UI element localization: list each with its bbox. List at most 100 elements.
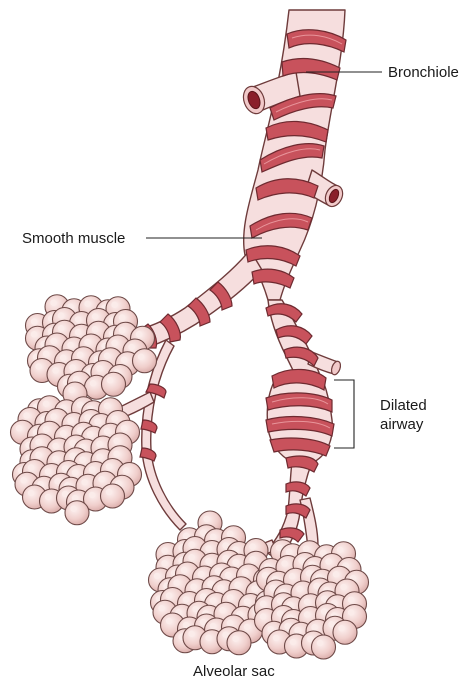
alveolus-highlight (35, 452, 41, 458)
alveolus-highlight (192, 606, 198, 612)
alveolus-highlight (79, 457, 85, 463)
alveolus-highlight (306, 570, 312, 576)
alveolus-highlight (348, 609, 354, 615)
alveolus-highlight (87, 431, 93, 437)
alveolus-highlight (70, 506, 76, 512)
alveolus-highlight (113, 438, 119, 444)
alveolus-highlight (337, 547, 343, 553)
alveolus-highlight (67, 417, 73, 423)
alveolus-highlight (276, 545, 282, 551)
alveolus-highlight (325, 558, 331, 564)
alveolus-highlight (262, 572, 268, 578)
alveolus-highlight (92, 326, 98, 332)
alveolus-highlight (81, 479, 87, 485)
alveolus-highlight (198, 571, 204, 577)
alveolus-highlight (35, 363, 41, 369)
alveolus-highlight (89, 466, 95, 472)
alveolus-highlight (311, 624, 317, 630)
alveolus-highlight (210, 534, 216, 540)
alveolus-highlight (173, 580, 179, 586)
alveolus-highlight (161, 547, 167, 553)
alveolus-highlight (260, 613, 266, 619)
alveolus-highlight (269, 585, 275, 591)
alveolus-highlight (217, 585, 223, 591)
upper-left-cluster (26, 295, 157, 400)
alveolus-highlight (249, 556, 255, 562)
alveolus-highlight (92, 313, 98, 319)
alveolus-highlight (77, 427, 83, 433)
alveolus-highlight (154, 573, 160, 579)
alveolus-highlight (16, 425, 22, 431)
alveolus-highlight (298, 557, 304, 563)
alveolus-highlight (161, 560, 167, 566)
alveolus-highlight (284, 623, 290, 629)
alveolus-highlight (183, 596, 189, 602)
alveolus-highlight (219, 607, 225, 613)
alveolus (227, 631, 251, 655)
bronchiole-label: Bronchiole (388, 64, 459, 81)
dilated-airway-label-line2: airway (380, 416, 424, 433)
alveolus (102, 372, 126, 396)
alveolus-highlight (222, 555, 228, 561)
alveolus-highlight (58, 325, 64, 331)
alveolus-highlight (113, 451, 119, 457)
alveolus-highlight (321, 608, 327, 614)
alveolus-highlight (273, 635, 279, 641)
alveolus-highlight (304, 599, 310, 605)
alveolus-highlight (289, 573, 295, 579)
alveolus-highlight (96, 441, 102, 447)
alveolus-highlight (67, 342, 73, 348)
alveolus-highlight (77, 352, 83, 358)
alveolus-highlight (207, 581, 213, 587)
alveolus-highlight (232, 559, 238, 565)
bottom-right-cluster (255, 540, 369, 659)
alveolus-highlight (200, 593, 206, 599)
alveolus-highlight (106, 463, 112, 469)
alveolus-highlight (227, 620, 233, 626)
alveolus-highlight (62, 491, 68, 497)
alveolus-highlight (333, 571, 339, 577)
alveolus-highlight (290, 639, 296, 645)
alveolus-highlight (210, 597, 216, 603)
alveolus-highlight (210, 623, 216, 629)
alveolus-highlight (96, 365, 102, 371)
alveolus-highlight (232, 636, 238, 642)
alveolus-highlight (84, 339, 90, 345)
alveolus-highlight (84, 301, 90, 307)
alveolus-highlight (119, 314, 125, 320)
alveolus-highlight (181, 567, 187, 573)
alveolus (333, 620, 357, 644)
alveolus-highlight (23, 412, 29, 418)
alveolus-highlight (75, 316, 81, 322)
alveolus-highlight (158, 605, 164, 611)
alveolus-highlight (119, 327, 125, 333)
alveolus-highlight (277, 598, 283, 604)
alveolus-highlight (307, 636, 313, 642)
alveolus-highlight (104, 428, 110, 434)
alveolus-highlight (89, 492, 95, 498)
alveolus-highlight (69, 364, 75, 370)
alveolus-highlight (188, 631, 194, 637)
airway-tree (118, 10, 345, 560)
alveolus-highlight (200, 619, 206, 625)
alveolus-highlight (77, 402, 83, 408)
alveolus-highlight (242, 569, 248, 575)
alveolus-highlight (84, 414, 90, 420)
alveolus-highlight (121, 425, 127, 431)
alveolus-highlight (68, 387, 74, 393)
alveolus-highlight (104, 403, 110, 409)
alveolus-highlight (200, 530, 206, 536)
alveolus-highlight (128, 344, 134, 350)
alveolus-highlight (338, 625, 344, 631)
alveolus-highlight (52, 367, 58, 373)
alveolus-highlight (260, 601, 266, 607)
alveolus-highlight (96, 454, 102, 460)
alveolus-highlight (98, 476, 104, 482)
alveolus-highlight (188, 541, 194, 547)
alveolus-highlight (222, 542, 228, 548)
alveolus-highlight (244, 624, 250, 630)
alveolus-highlight (43, 351, 49, 357)
alveolus-highlight (111, 340, 117, 346)
alveolus-highlight (304, 611, 310, 617)
